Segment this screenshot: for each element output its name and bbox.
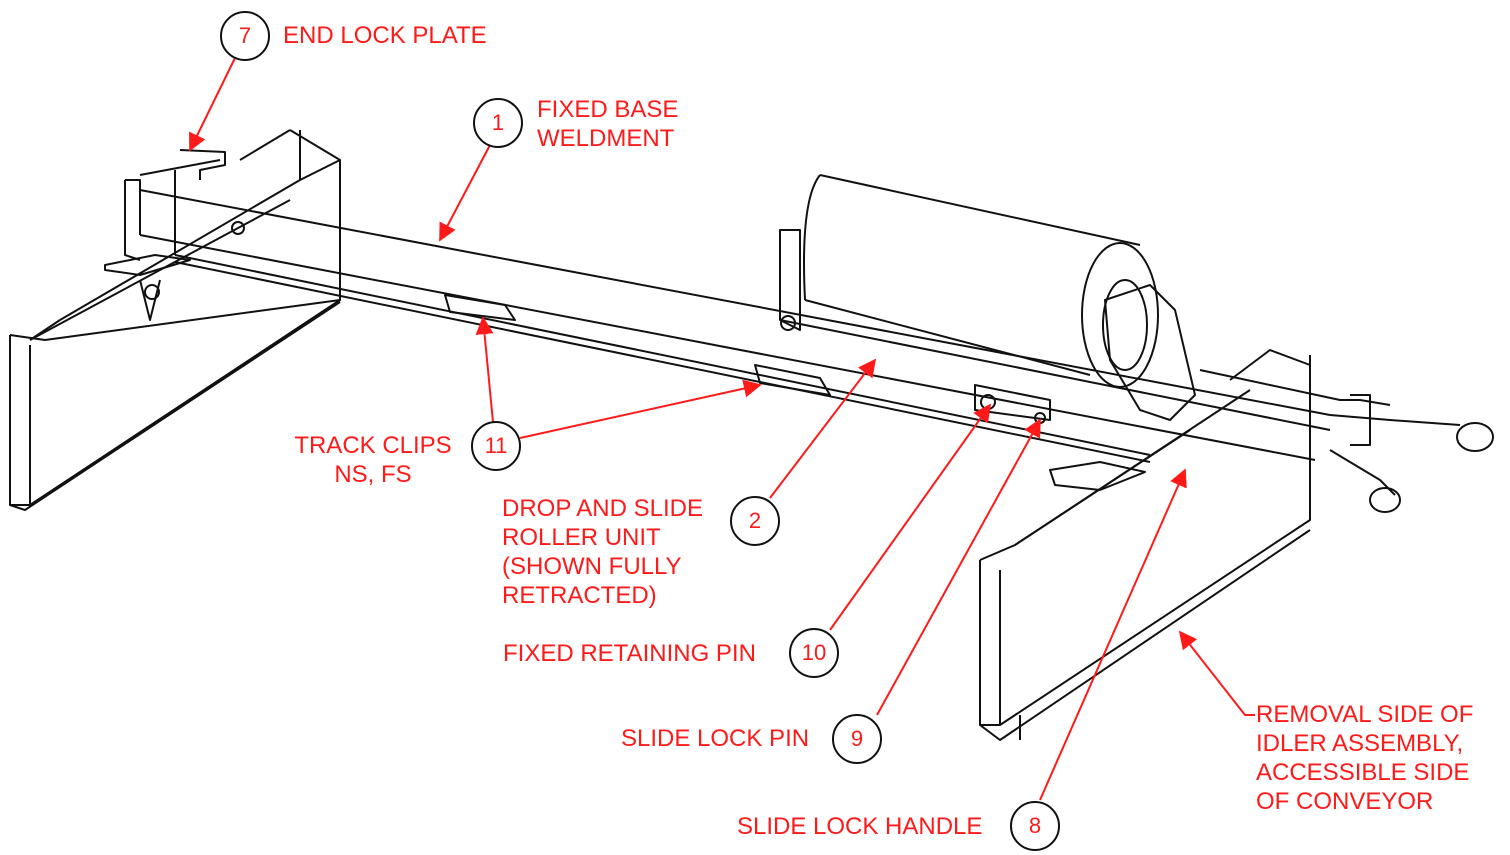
note-line2: IDLER ASSEMBLY, [1256, 730, 1464, 757]
leader-7 [189, 57, 236, 152]
leader-1 [439, 144, 491, 242]
callout-1-bubble: 1 [473, 98, 523, 148]
callout-10-bubble: 10 [789, 628, 839, 678]
callout-2-label-line4: RETRACTED) [502, 582, 657, 609]
callout-11-label-line2: NS, FS [334, 461, 412, 488]
leader-2 [769, 358, 877, 499]
callout-1-label-line1: FIXED BASE [537, 96, 679, 123]
callout-2-bubble: 2 [730, 496, 780, 546]
callout-2-label-line1: DROP AND SLIDE [502, 495, 703, 522]
note-line3: ACCESSIBLE SIDE [1256, 759, 1470, 786]
roller [779, 174, 1159, 388]
leader-11a [475, 316, 494, 423]
callout-8-label: SLIDE LOCK HANDLE [737, 813, 983, 840]
base-rail [104, 149, 1331, 463]
leader-10 [829, 403, 992, 631]
callout-10-label: FIXED RETAINING PIN [503, 640, 756, 667]
leader-11b [519, 379, 762, 439]
leader-note [1178, 630, 1255, 716]
callout-2-label-line3: (SHOWN FULLY [502, 553, 682, 580]
callout-11-label-line1: TRACK CLIPS [294, 432, 452, 459]
slide-frame [779, 284, 1494, 513]
leader-9 [876, 418, 1041, 716]
callout-7-label: END LOCK PLATE [283, 22, 487, 49]
track-clips [444, 294, 831, 396]
callout-7-bubble: 7 [220, 11, 270, 61]
callout-9-label: SLIDE LOCK PIN [621, 725, 810, 752]
right-channel [979, 349, 1311, 741]
callout-2-label-line2: ROLLER UNIT [502, 524, 661, 551]
note-line4: OF CONVEYOR [1256, 788, 1434, 815]
note-line1: REMOVAL SIDE OF [1256, 701, 1474, 728]
leader-8 [1039, 468, 1187, 801]
callout-8-bubble: 8 [1010, 801, 1060, 851]
callout-11-bubble: 11 [471, 421, 521, 471]
callout-1-label-line2: WELDMENT [537, 125, 675, 152]
callout-9-bubble: 9 [832, 714, 882, 764]
